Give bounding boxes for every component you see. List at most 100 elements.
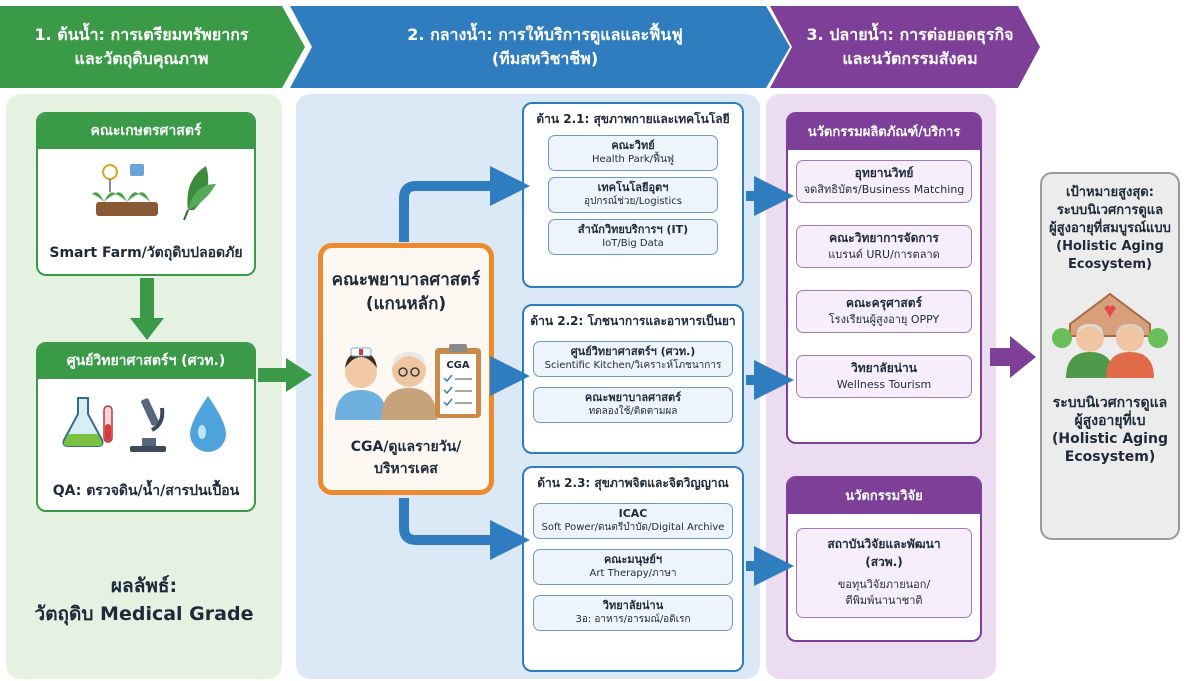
upstream-header-line2: และวัตถุดิบคุณภาพ (74, 49, 209, 68)
item-name: ICAC (618, 507, 648, 520)
ultimate-goal-box: เป้าหมายสูงสุด: ระบบนิเวศการดูแล ผู้สูงอ… (1040, 172, 1180, 540)
core-desc-line1: CGA/ดูแลรายวัน/ (350, 439, 462, 455)
midstream-header: 2. กลางน้ำ: การให้บริการดูแลและฟื้นฟู (ท… (290, 6, 790, 88)
domain-2-1-item: สำนักวิทยบริการฯ (IT) IoT/Big Data (548, 219, 718, 255)
product-innovation-box: นวัตกรรมผลิตภัณฑ์/บริการ อุทยานวิทย์ จดส… (786, 112, 982, 444)
science-center-title: ศูนย์วิทยาศาสตร์ฯ (ศวท.) (38, 344, 254, 379)
goal-footer-line2: ผู้สูงอายุที่เบ (1074, 413, 1146, 429)
result-value: วัตถุดิบ Medical Grade (34, 603, 254, 625)
item-name: ศูนย์วิทยาศาสตร์ฯ (ศวท.) (570, 345, 696, 358)
agriculture-faculty-box: คณะเกษตรศาสตร์ Smart Farm/วัตถุดิบปลอดภั… (36, 112, 256, 276)
water-drop-icon (190, 396, 226, 452)
midstream-header-line2: (ทีมสหวิชาชีพ) (491, 49, 599, 68)
science-to-core-arrow (258, 358, 312, 392)
item-detail: 3อ: อาหาร/อารมณ์/อดิเรก (575, 614, 691, 625)
smart-farm-icon (92, 164, 158, 216)
core-to-domain-2-1-arrow (399, 166, 530, 242)
cga-clipboard-label: CGA (446, 360, 470, 371)
domain-2-2-box: ด้าน 2.2: โภชนาการและอาหารเป็นยา ศูนย์วิ… (522, 304, 744, 454)
goal-heading-line3: ผู้สูงอายุที่สมบูรณ์แบบ (1049, 221, 1171, 236)
agri-icons (92, 164, 216, 221)
core-illustration: CGA (335, 344, 481, 420)
product-innovation-title: นวัตกรรมผลิตภัณฑ์/บริการ (788, 114, 980, 150)
item-detail: Scientific Kitchen/วิเคราะห์โภชนาการ (544, 360, 722, 371)
domain-2-3-item: วิทยาลัยน่าน 3อ: อาหาร/อารมณ์/อดิเรก (533, 595, 733, 631)
upstream-result: ผลลัพธ์: วัตถุดิบ Medical Grade (6, 572, 282, 628)
nursing-faculty-core-box: คณะพยาบาลศาสตร์ (แกนหลัก) CGA (318, 243, 494, 495)
domain-2-2-item: คณะพยาบาลศาสตร์ ทดลองใช้/ติดตามผล (533, 387, 733, 423)
item-name: วิทยาลัยน่าน (602, 599, 664, 612)
lab-flask-icon (62, 397, 113, 447)
item-name: คณะวิทยาการจัดการ (829, 231, 939, 245)
nurse-icon (335, 347, 387, 420)
science-center-box: ศูนย์วิทยาศาสตร์ฯ (ศวท.) QA: ตรวจดิน/น้ำ… (36, 342, 256, 512)
domain-2-3-item: คณะมนุษย์ฯ Art Therapy/ภาษา (533, 549, 733, 585)
item-name: อุทยานวิทย์ (854, 166, 914, 180)
item-name: คณะมนุษย์ฯ (603, 553, 663, 566)
goal-heading-line1: เป้าหมายสูงสุด: (1066, 185, 1154, 200)
domain-2-1-item: คณะวิทย์ Health Park/ฟื้นฟู (548, 135, 718, 171)
elderly-icon (381, 352, 437, 420)
research-item: สถาบันวิจัยและพัฒนา (สวพ.) ขอทุนวิจัยภาย… (796, 528, 972, 618)
item-detail: จดสิทธิบัตร/Business Matching (803, 183, 965, 196)
domain-2-3-box: ด้าน 2.3: สุขภาพจิตและจิตวิญญาณ ICAC Sof… (522, 466, 744, 672)
item-detail: ขอทุนวิจัยภายนอก/ (837, 578, 931, 591)
item-detail-line2: ตีพิมพ์นานาชาติ (845, 594, 923, 607)
agriculture-faculty-title: คณะเกษตรศาสตร์ (38, 114, 254, 149)
item-name: วิทยาลัยน่าน (851, 361, 917, 375)
domain-2-3-title: ด้าน 2.3: สุขภาพจิตและจิตวิญญาณ (537, 476, 729, 490)
domain-2-1-box: ด้าน 2.1: สุขภาพกายและเทคโนโลยี คณะวิทย์… (522, 102, 744, 288)
agri-to-science-arrow (130, 278, 164, 340)
downstream-to-goal-arrow (990, 336, 1036, 378)
goal-footer-line3: (Holistic Aging (1052, 431, 1168, 447)
goal-footer-line1: ระบบนิเวศการดูแล (1052, 395, 1168, 411)
science-center-caption: QA: ตรวจดิน/น้ำ/สารปนเปื้อน (52, 483, 240, 499)
result-label: ผลลัพธ์: (110, 575, 178, 597)
domain-2-1-title: ด้าน 2.1: สุขภาพกายและเทคโนโลยี (536, 112, 730, 126)
domain-2-3-item: ICAC Soft Power/ดนตรีบำบัด/Digital Archi… (533, 503, 733, 539)
item-name-line2: (สวพ.) (865, 555, 903, 569)
item-name: คณะพยาบาลศาสตร์ (584, 391, 682, 404)
core-subtitle: (แกนหลัก) (365, 294, 447, 314)
item-detail: ทดลองใช้/ติดตามผล (588, 406, 678, 417)
product-item: อุทยานวิทย์ จดสิทธิบัตร/Business Matchin… (796, 160, 972, 203)
product-item: คณะวิทยาการจัดการ แบรนด์ URU/การตลาด (796, 225, 972, 268)
research-innovation-box: นวัตกรรมวิจัย สถาบันวิจัยและพัฒนา (สวพ.)… (786, 476, 982, 642)
item-detail: Soft Power/ดนตรีบำบัด/Digital Archive (541, 522, 725, 533)
core-to-domain-2-3-arrow (399, 498, 530, 560)
item-detail: อุปกรณ์ช่วย/Logistics (584, 196, 682, 207)
leaf-icon (183, 166, 216, 221)
product-item: คณะครุศาสตร์ โรงเรียนผู้สูงอายุ OPPY (796, 290, 972, 333)
goal-heading-line4: (Holistic Aging (1056, 239, 1164, 254)
downstream-header-line1: 3. ปลายน้ำ: การต่อยอดธุรกิจ (806, 25, 1014, 44)
elderly-couple-home-icon (1052, 292, 1168, 378)
item-name: สำนักวิทยบริการฯ (IT) (577, 223, 689, 236)
upstream-header-line1: 1. ต้นน้ำ: การเตรียมทรัพยากร (34, 25, 249, 44)
item-name: คณะวิทย์ (611, 139, 655, 152)
downstream-header-line2: และนวัตกรรมสังคม (842, 49, 978, 68)
item-name: คณะครุศาสตร์ (846, 296, 922, 310)
research-innovation-title: นวัตกรรมวิจัย (788, 478, 980, 514)
goal-heading-line5: Ecosystem) (1068, 257, 1152, 272)
goal-heading-line2: ระบบนิเวศการดูแล (1056, 203, 1164, 218)
item-detail: Wellness Tourism (836, 378, 932, 391)
product-item: วิทยาลัยน่าน Wellness Tourism (796, 355, 972, 398)
domain-2-2-title: ด้าน 2.2: โภชนาการและอาหารเป็นยา (530, 314, 736, 328)
item-detail: Art Therapy/ภาษา (589, 568, 677, 579)
goal-footer-line4: Ecosystem) (1064, 449, 1156, 465)
item-detail: แบรนด์ URU/การตลาด (828, 248, 940, 261)
agriculture-caption: Smart Farm/วัตถุดิบปลอดภัย (49, 245, 243, 261)
downstream-header: 3. ปลายน้ำ: การต่อยอดธุรกิจ และนวัตกรรมส… (770, 6, 1040, 88)
item-name: เทคโนโลยีอุตฯ (597, 181, 669, 194)
item-detail: IoT/Big Data (602, 238, 664, 249)
item-detail: โรงเรียนผู้สูงอายุ OPPY (828, 313, 940, 326)
upstream-header: 1. ต้นน้ำ: การเตรียมทรัพยากร และวัตถุดิบ… (0, 6, 305, 88)
item-name: สถาบันวิจัยและพัฒนา (827, 537, 941, 551)
domain-2-1-item: เทคโนโลยีอุตฯ อุปกรณ์ช่วย/Logistics (548, 177, 718, 213)
core-title: คณะพยาบาลศาสตร์ (331, 270, 481, 290)
microscope-icon (130, 398, 166, 452)
midstream-header-line1: 2. กลางน้ำ: การให้บริการดูแลและฟื้นฟู (407, 25, 683, 44)
cga-clipboard-icon: CGA (435, 344, 481, 418)
core-desc-line2: บริหารเคส (374, 461, 438, 477)
